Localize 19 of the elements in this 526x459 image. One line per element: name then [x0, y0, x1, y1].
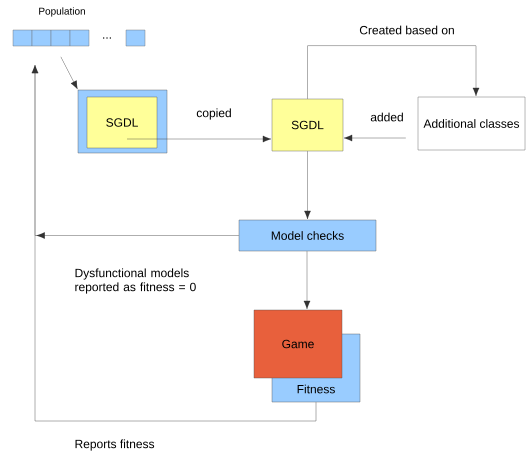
process-box: Additional classes	[418, 96, 526, 150]
arrow	[32, 64, 316, 422]
arrow	[60, 56, 78, 90]
edge-label: Reports fitness	[76, 439, 154, 451]
arrow	[307, 46, 480, 99]
edge-label: Created based on	[360, 26, 454, 34]
process-box: Model checks	[238, 220, 376, 252]
edge-label: Dysfunctional models reported as fitness = 0	[75, 268, 196, 294]
arrow	[126, 136, 272, 142]
process-box: SGDL	[86, 96, 158, 148]
arrow	[304, 251, 310, 310]
arrow	[344, 134, 406, 142]
ellipsis-label: ...	[103, 37, 111, 39]
arrow	[304, 151, 311, 220]
node-label: Population	[39, 7, 85, 17]
edge-label: copied	[196, 108, 231, 120]
process-box: Game	[254, 310, 342, 378]
process-box: SGDL	[272, 98, 344, 152]
edge-label: added	[370, 112, 403, 122]
